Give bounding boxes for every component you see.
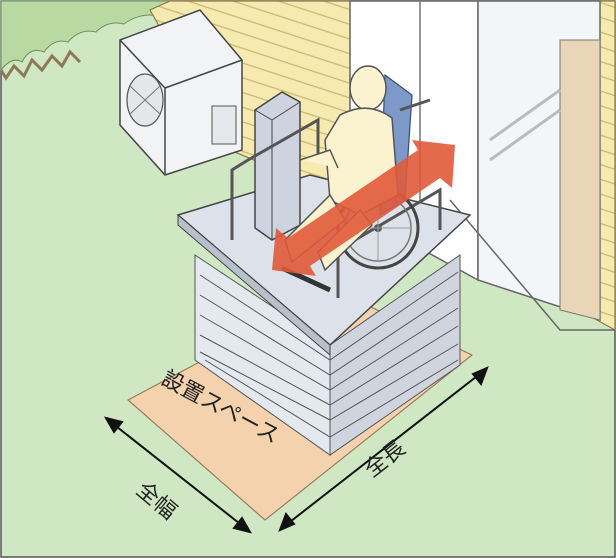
air-conditioner-unit xyxy=(119,9,243,176)
lift-body xyxy=(194,254,461,456)
dimension-arrow-icon xyxy=(103,366,489,534)
sliding-door xyxy=(349,0,615,331)
control-column xyxy=(254,91,301,241)
double-headed-arrow-icon xyxy=(272,140,455,276)
handrails xyxy=(230,117,442,298)
hedge xyxy=(0,0,171,81)
